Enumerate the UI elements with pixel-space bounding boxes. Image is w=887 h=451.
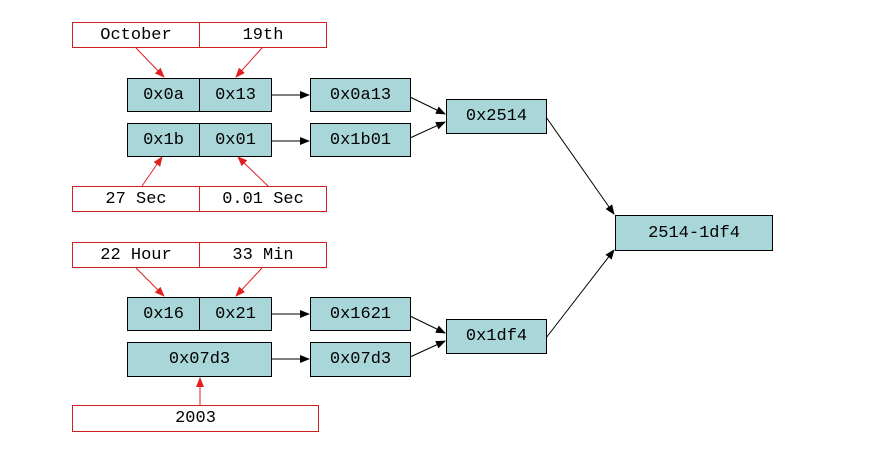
arrow-day-to-hex <box>235 47 263 78</box>
arrow-word1-to-sum1 <box>409 96 446 115</box>
year-word: 0x07d3 <box>310 342 411 377</box>
first-sum: 0x2514 <box>446 99 547 134</box>
arrow-seconds-to-hex <box>141 156 163 187</box>
year-hex-value: 0x07d3 <box>127 342 272 377</box>
month-day-word: 0x0a13 <box>310 78 411 112</box>
month-hex-byte: 0x0a <box>127 78 200 112</box>
day-hex-byte: 0x13 <box>199 78 272 112</box>
centiseconds-field: 0.01 Sec <box>199 186 327 212</box>
arrow-minute-to-hex <box>235 267 263 297</box>
hour-minute-word: 0x1621 <box>310 297 411 331</box>
seconds-hex-byte: 0x1b <box>127 123 200 157</box>
day-field: 19th <box>199 22 327 48</box>
minute-hex-byte: 0x21 <box>199 297 272 331</box>
arrow-sum2-to-serial <box>545 249 615 339</box>
hour-field: 22 Hour <box>72 242 200 268</box>
minute-field: 33 Min <box>199 242 327 268</box>
arrow-month-to-hex <box>135 47 165 78</box>
arrow-word4-to-sum2 <box>409 340 446 358</box>
month-field: October <box>72 22 200 48</box>
volume-serial: 2514-1df4 <box>615 215 773 251</box>
arrow-sum1-to-serial <box>545 116 615 215</box>
year-field: 2003 <box>72 405 319 432</box>
hour-hex-byte: 0x16 <box>127 297 200 331</box>
seconds-field: 27 Sec <box>72 186 200 212</box>
arrow-centiseconds-to-hex <box>237 156 269 187</box>
second-sum: 0x1df4 <box>446 319 547 354</box>
arrow-hour-to-hex <box>135 267 165 297</box>
arrow-word2-to-sum1 <box>409 121 446 139</box>
arrow-word3-to-sum2 <box>409 315 446 334</box>
centiseconds-hex-byte: 0x01 <box>199 123 272 157</box>
seconds-cs-word: 0x1b01 <box>310 123 411 157</box>
